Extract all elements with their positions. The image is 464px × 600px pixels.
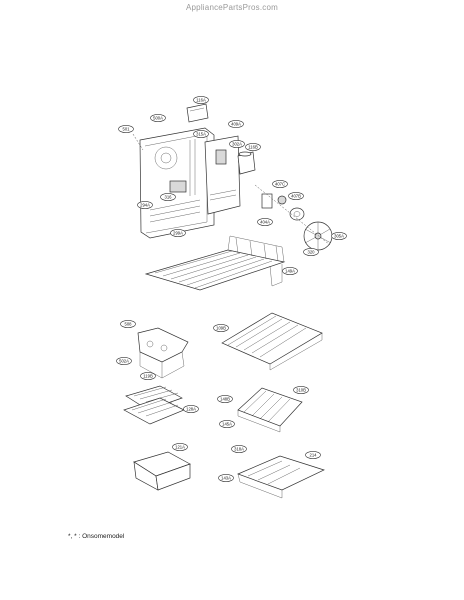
callout-label: 315A — [196, 132, 206, 137]
callout-label: 214 — [310, 453, 318, 458]
callout-214: 214 — [305, 451, 321, 459]
callout-116a: 116A — [193, 96, 209, 104]
fan-grommet — [289, 207, 305, 221]
callout-label: 310B — [296, 388, 306, 393]
callout-299a: 299A — [170, 229, 186, 237]
callout-label: 316 — [165, 195, 173, 200]
callout-409a: 409A — [228, 120, 244, 128]
callout-label: 404A — [260, 220, 270, 225]
wire-shelf — [144, 235, 286, 291]
part-callouts: 116A 500A 501 315A 409A 302A 116B 316 294A 407C 40… — [116, 96, 347, 482]
callout-label: 320 — [308, 250, 316, 255]
callout-label: 148B — [220, 397, 230, 402]
callout-310b: 310B — [293, 386, 309, 394]
ice-tray-lower — [123, 397, 185, 425]
callout-label: 109B — [216, 326, 226, 331]
callout-label: 508 — [125, 322, 133, 327]
glass-shelf — [221, 312, 323, 371]
storage-bin — [133, 451, 191, 491]
callout-label: 318A — [234, 447, 244, 452]
callout-label: 128A — [186, 407, 196, 412]
lamp-cover — [186, 103, 209, 123]
callout-label: 116B — [248, 145, 258, 150]
callout-109b: 109B — [213, 324, 229, 332]
callout-320: 320 — [303, 248, 319, 256]
duct-side-panel — [204, 135, 241, 215]
callout-501: 501 — [118, 125, 134, 133]
bottom-tray — [237, 455, 325, 499]
callout-label: 294A — [140, 203, 150, 208]
crisper-cover-shelf — [237, 387, 303, 433]
callout-label: 502A — [119, 359, 129, 364]
callout-label: 119B — [143, 374, 153, 379]
callout-label: 407C — [275, 182, 285, 187]
callout-label: 302A — [232, 142, 242, 147]
lamp-socket — [237, 151, 256, 175]
callout-318a: 318A — [231, 445, 247, 453]
callout-label: 145A — [222, 422, 232, 427]
callout-128a: 128A — [183, 405, 199, 413]
callout-119b: 119B — [140, 372, 156, 380]
callout-label: 305A — [334, 234, 344, 239]
callout-302a: 302A — [229, 140, 245, 148]
callout-label: 116A — [196, 98, 206, 103]
ice-maker-bracket — [137, 327, 189, 379]
callout-121a: 121A — [172, 443, 188, 451]
callout-500a: 500A — [150, 114, 166, 122]
callout-316: 316 — [160, 193, 176, 201]
freezer-duct-cover — [139, 127, 215, 239]
callout-315a: 315A — [193, 130, 209, 138]
callout-label: 299A — [173, 231, 183, 236]
callout-404a: 404A — [257, 218, 273, 226]
callout-label: 409A — [231, 122, 241, 127]
callout-116b: 116B — [245, 143, 261, 151]
callout-502a: 502A — [116, 357, 132, 365]
callout-label: 501 — [123, 127, 131, 132]
callout-508: 508 — [120, 320, 136, 328]
callout-149a: 149A — [282, 267, 298, 275]
callout-294a: 294A — [137, 201, 153, 209]
callout-305a: 305A — [331, 232, 347, 240]
fan-blade — [303, 221, 333, 251]
watermark: AppliancePartsPros.com — [186, 3, 278, 12]
callout-label: 149A — [285, 269, 295, 274]
footnote: *, * : Onsomemodel — [68, 533, 125, 540]
callout-148b: 148B — [217, 395, 233, 403]
callout-407b: 407B — [288, 192, 304, 200]
callout-label: 121A — [175, 445, 185, 450]
callout-143a: 143A — [218, 474, 234, 482]
callout-label: 407B — [291, 194, 301, 199]
fan-motor — [261, 193, 287, 209]
callout-label: 143A — [221, 476, 231, 481]
callout-407c: 407C — [272, 180, 288, 188]
callout-label: 500A — [153, 116, 163, 121]
callout-145a: 145A — [219, 420, 235, 428]
